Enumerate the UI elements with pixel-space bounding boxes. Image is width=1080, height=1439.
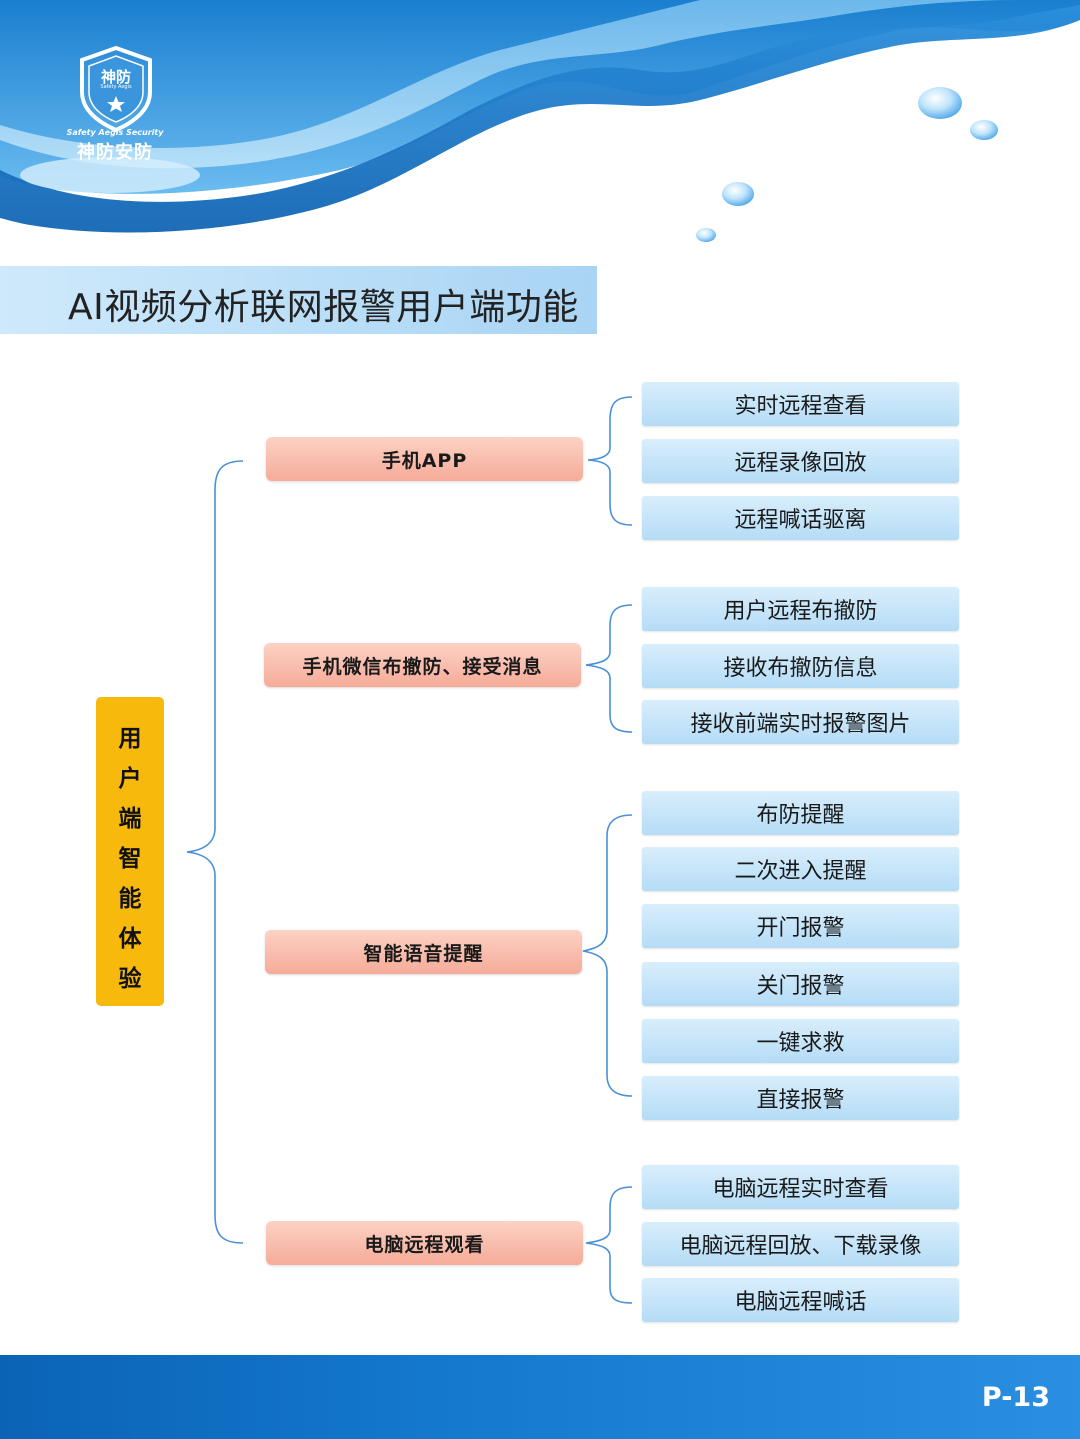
leaf-item: 远程喊话驱离 (642, 496, 959, 540)
leaf-item: 电脑远程实时查看 (642, 1165, 959, 1209)
category-mobile-app: 手机APP (266, 437, 583, 481)
root-char: 验 (96, 959, 164, 993)
leaf-item: 关门报警 (642, 962, 959, 1006)
footer-bar: P-13 (0, 1355, 1080, 1439)
leaf-item: 接收前端实时报警图片 (642, 700, 959, 744)
root-char: 用 (96, 719, 164, 753)
root-char: 能 (96, 879, 164, 913)
category-wechat-arming: 手机微信布撤防、接受消息 (264, 643, 581, 687)
leaf-item: 接收布撤防信息 (642, 644, 959, 688)
category-pc-remote-view: 电脑远程观看 (266, 1221, 583, 1265)
root-char: 智 (96, 839, 164, 873)
root-char: 户 (96, 759, 164, 793)
leaf-item: 二次进入提醒 (642, 847, 959, 891)
leaf-item: 一键求救 (642, 1019, 959, 1063)
page-number: P-13 (982, 1382, 1050, 1413)
leaf-item: 布防提醒 (642, 791, 959, 835)
leaf-item: 实时远程查看 (642, 382, 959, 426)
root-node: 用 户 端 智 能 体 验 (96, 697, 164, 1006)
leaf-item: 电脑远程回放、下载录像 (642, 1222, 959, 1266)
leaf-item: 开门报警 (642, 904, 959, 948)
root-char: 端 (96, 799, 164, 833)
leaf-item: 用户远程布撤防 (642, 587, 959, 631)
category-voice-reminder: 智能语音提醒 (265, 930, 582, 974)
leaf-item: 电脑远程喊话 (642, 1278, 959, 1322)
leaf-item: 远程录像回放 (642, 439, 959, 483)
leaf-item: 直接报警 (642, 1076, 959, 1120)
root-char: 体 (96, 919, 164, 953)
